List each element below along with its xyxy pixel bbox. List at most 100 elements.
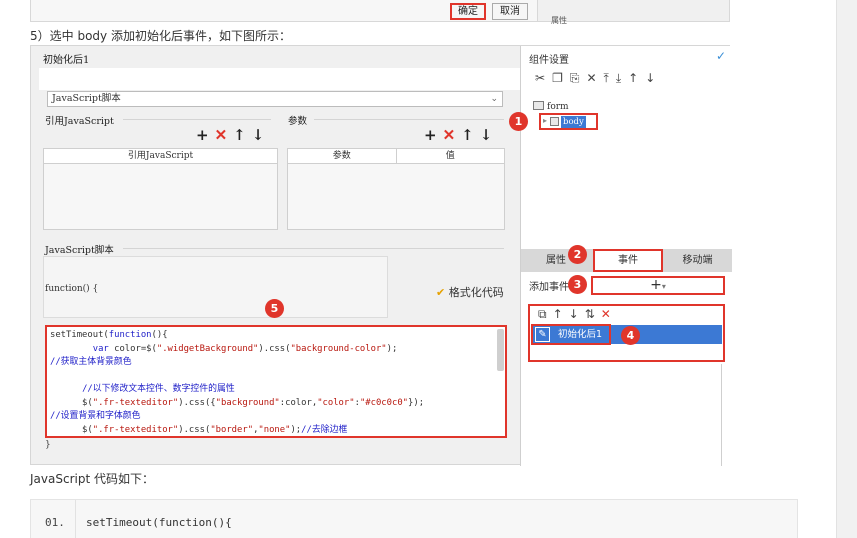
event-editor: 初始化后1 JavaScript脚本 ⌄ 引用JavaScript 参数 +✕↑… xyxy=(31,46,520,466)
down-arrow-icon[interactable]: ↓ xyxy=(568,307,585,321)
previous-dialog-crop: 确定 取消 属性 xyxy=(30,0,730,25)
callout-badge-3: 3 xyxy=(568,275,587,294)
format-code-button[interactable]: ✔ 格式化代码 xyxy=(436,284,504,300)
tree-node-label: form xyxy=(547,102,569,112)
tree-node-form[interactable]: form xyxy=(533,101,569,112)
panel-title: 组件设置 xyxy=(529,55,569,66)
designer-screenshot: 初始化后1 JavaScript脚本 ⌄ 引用JavaScript 参数 +✕↑… xyxy=(30,45,732,466)
code-token: "background-color" xyxy=(290,343,387,354)
code-token: ); xyxy=(290,424,302,435)
ok-button[interactable]: 确定 xyxy=(450,3,486,20)
expand-arrow-icon[interactable]: ▸ xyxy=(543,116,548,125)
code-line: //设置背景和字体颜色 xyxy=(50,410,502,424)
editor-header-area xyxy=(39,68,520,90)
tab-events[interactable]: 事件 xyxy=(593,249,663,272)
code-token: "background" xyxy=(215,397,280,408)
code-line: setTimeout(function(){ xyxy=(50,329,502,343)
gutter-divider xyxy=(75,500,76,538)
function-header-box xyxy=(43,256,388,318)
event-toolbar: ⧉↑↓⇅✕ xyxy=(538,307,617,322)
down-arrow-icon[interactable]: ↓ xyxy=(645,71,663,85)
code-line: $(".fr-texteditor").css({"background":co… xyxy=(50,397,502,411)
code-token: //去除边框 xyxy=(301,424,348,435)
code-token: : xyxy=(354,397,360,408)
param-toolbar: +✕↑↓ xyxy=(424,126,498,144)
down-arrow-icon[interactable]: ↓ xyxy=(479,126,499,144)
callout-badge-5: 5 xyxy=(265,299,284,318)
delete-icon[interactable]: ✕ xyxy=(214,126,234,144)
component-tree: form ▸ body xyxy=(529,97,724,247)
delete-icon[interactable]: ✕ xyxy=(442,126,462,144)
tree-node-label: body xyxy=(561,116,586,128)
code-token: "border" xyxy=(210,424,254,435)
code-token: "none" xyxy=(258,424,291,435)
add-event-button[interactable]: +▾ xyxy=(591,276,725,295)
code-token: //以下修改文本控件、数字控件的属性 xyxy=(82,384,235,394)
sort-icon[interactable]: ⇅ xyxy=(584,307,601,321)
code-line: setTimeout(function(){ xyxy=(86,516,232,529)
ref-toolbar: +✕↑↓ xyxy=(196,126,270,144)
up-arrow-icon[interactable]: ↑ xyxy=(461,126,480,144)
check-icon[interactable]: ✓ xyxy=(715,49,726,63)
script-type-select[interactable]: JavaScript脚本 ⌄ xyxy=(47,91,503,107)
line-number: 01. xyxy=(45,516,65,529)
copy-icon[interactable]: ❐ xyxy=(552,71,570,85)
form-icon xyxy=(533,101,544,110)
dialog-right-panel xyxy=(538,0,730,22)
delete-icon[interactable]: ✕ xyxy=(600,307,617,321)
down-arrow-icon[interactable]: ↓ xyxy=(251,126,271,144)
add-icon[interactable]: + xyxy=(196,126,215,144)
code-token: ".fr-texteditor" xyxy=(92,424,179,435)
code-line: ​ xyxy=(50,370,502,384)
copy-icon[interactable]: ⧉ xyxy=(538,307,553,321)
callout-badge-2: 2 xyxy=(568,245,587,264)
divider xyxy=(123,119,271,120)
component-toolbar: ✂❐⎘✕⤒⤓↑↓ xyxy=(535,71,662,86)
up-arrow-icon[interactable]: ↑ xyxy=(628,71,646,85)
pencil-icon[interactable]: ✎ xyxy=(535,327,550,342)
dialog-left-panel xyxy=(30,0,538,22)
tab-properties[interactable]: 属性 xyxy=(546,255,566,266)
callout-badge-4: 4 xyxy=(621,326,640,345)
code-token: //设置背景和字体颜色 xyxy=(50,411,141,421)
callout-badge-1: 1 xyxy=(509,112,528,131)
script-code-editor[interactable]: setTimeout(function(){ var color=$(".wid… xyxy=(45,325,507,438)
closing-brace: } xyxy=(45,440,51,450)
code-token: "#c0c0c0" xyxy=(359,397,409,408)
highlight-frame xyxy=(531,324,611,345)
code-line: //以下修改文本控件、数字控件的属性 xyxy=(50,383,502,397)
move-bottom-icon[interactable]: ⤓ xyxy=(615,71,629,85)
side-label: 属性 xyxy=(551,16,567,25)
side-scroll-strip xyxy=(836,0,857,538)
add-icon[interactable]: + xyxy=(424,126,443,144)
tab-mobile[interactable]: 移动端 xyxy=(682,255,713,266)
divider xyxy=(123,248,504,249)
scrollbar[interactable] xyxy=(497,329,504,371)
code-token: var xyxy=(92,343,109,354)
up-arrow-icon[interactable]: ↑ xyxy=(233,126,252,144)
value-column-header: 值 xyxy=(445,151,455,161)
code-token: $( xyxy=(50,424,93,435)
panel-tabs: 属性 事件 移动端 xyxy=(521,249,732,272)
step-instruction: 5）选中 body 添加初始化后事件，如下图所示： xyxy=(30,29,291,43)
format-code-label: 格式化代码 xyxy=(448,286,504,299)
body-icon xyxy=(550,117,559,126)
code-line: //获取主体背景颜色 xyxy=(50,356,502,370)
cut-icon[interactable]: ✂ xyxy=(535,71,553,85)
move-top-icon[interactable]: ⤒ xyxy=(603,71,616,85)
paste-icon[interactable]: ⎘ xyxy=(569,71,587,85)
code-token: (){ xyxy=(151,330,168,340)
script-section-label: JavaScript脚本 xyxy=(45,245,114,256)
code-token: setTimeout( xyxy=(50,330,109,340)
panel-edge xyxy=(721,364,722,466)
code-token: ".fr-texteditor" xyxy=(92,397,179,408)
code-caption: JavaScript 代码如下： xyxy=(30,472,154,486)
ref-section-label: 引用JavaScript xyxy=(45,116,114,127)
param-table: 参数 值 xyxy=(287,148,505,230)
cancel-button[interactable]: 取消 xyxy=(492,3,528,20)
up-arrow-icon[interactable]: ↑ xyxy=(552,307,569,321)
delete-icon[interactable]: ✕ xyxy=(586,71,604,85)
code-token xyxy=(50,344,93,354)
code-token: ).css( xyxy=(178,424,211,435)
tree-node-body[interactable]: ▸ body xyxy=(539,113,598,130)
